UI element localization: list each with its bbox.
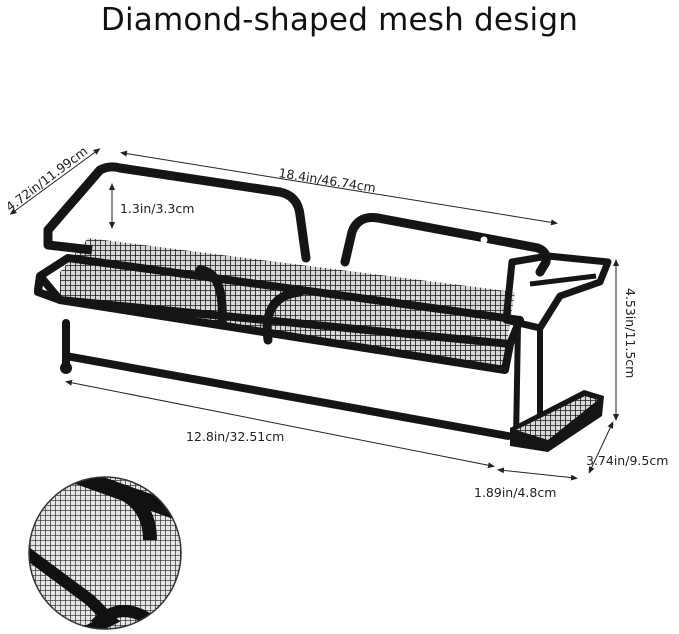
side-holder — [502, 252, 612, 332]
depth-label: 4.72in/11.99cm — [3, 143, 91, 214]
basket-width-label: 1.89in/4.8cm — [474, 485, 556, 500]
length-label: 18.4in/46.74cm — [278, 165, 377, 195]
bar-length-label: 12.8in/32.51cm — [186, 429, 284, 444]
page-title: Diamond-shaped mesh design — [100, 2, 579, 38]
rail-height-label: 1.3in/3.3cm — [120, 201, 194, 216]
dimension-lines — [9, 148, 619, 481]
mesh-closeup — [28, 476, 182, 630]
height-label: 4.53in/11.5cm — [623, 288, 638, 378]
basket-depth-label: 3.74in/9.5cm — [586, 453, 668, 468]
towel-bar — [62, 352, 512, 440]
